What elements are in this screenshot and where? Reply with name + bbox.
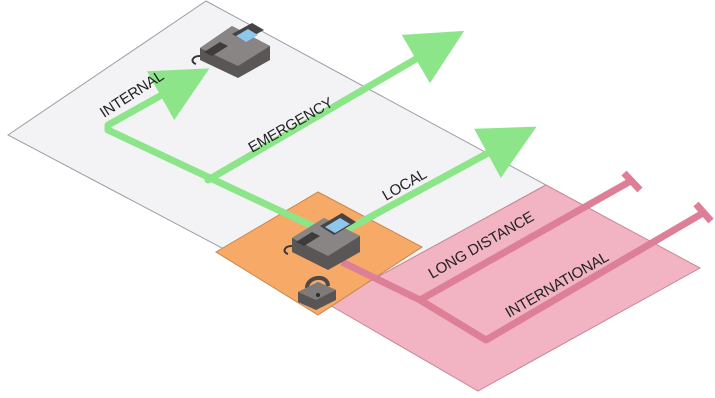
padlock-icon	[298, 276, 336, 310]
local-route	[346, 126, 537, 232]
allowed-routes	[104, 30, 537, 236]
restricted-calls-zone	[326, 184, 702, 392]
international-block-bar	[693, 201, 714, 224]
remote-phone-icon	[191, 23, 270, 78]
internal-route	[104, 68, 329, 236]
emergency-route	[204, 30, 465, 184]
long-distance-block-bar	[621, 170, 643, 193]
blocked-routes	[340, 170, 714, 344]
local-phone-icon	[283, 213, 360, 270]
international-route	[418, 209, 705, 344]
